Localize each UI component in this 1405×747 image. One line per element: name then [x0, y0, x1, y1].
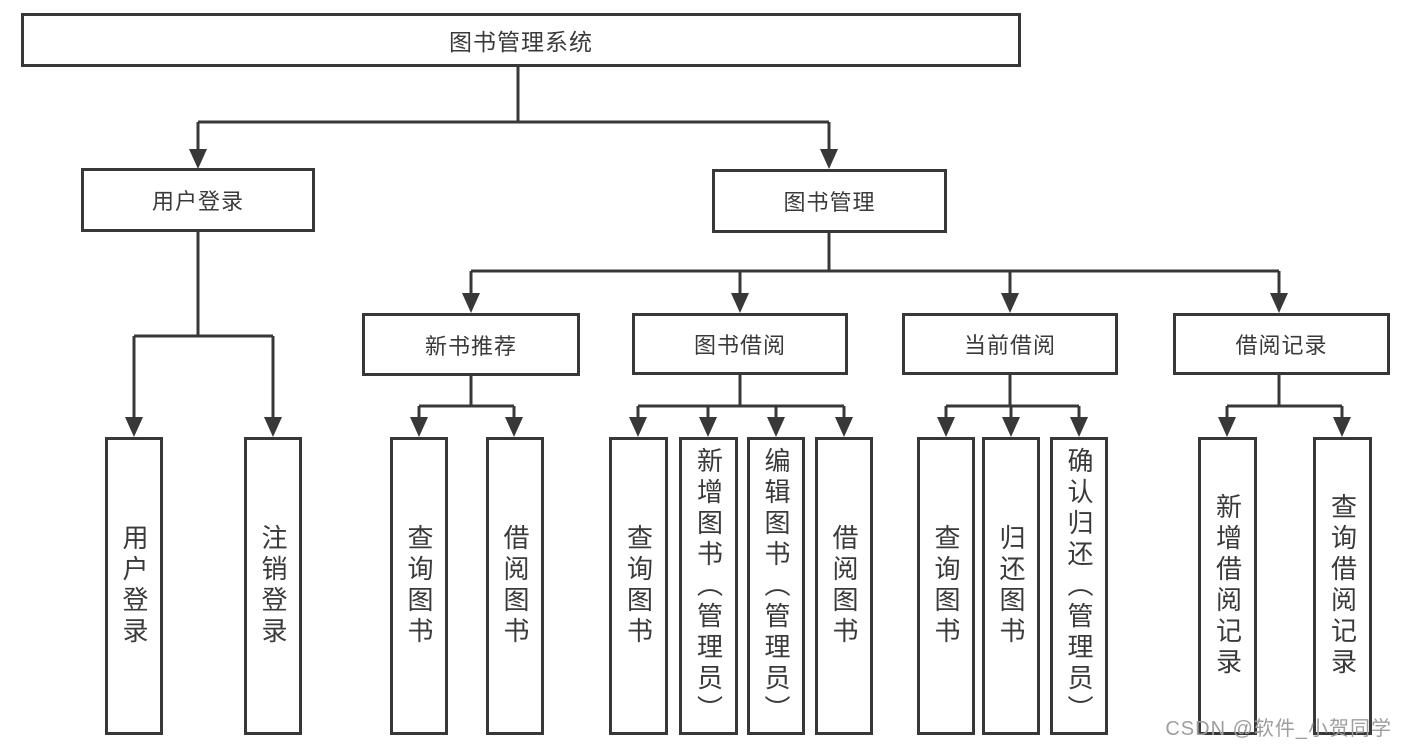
diagram-node-leaf-edit-books: 编辑图书（管理员）: [747, 437, 805, 735]
arrowhead-icons: [125, 149, 1351, 437]
diagram-node-current-borrowing: 当前借阅: [902, 313, 1118, 375]
node-label-leaf-confirm-return: 确认归还（管理员）: [1064, 446, 1094, 726]
watermark: CSDN @软件_小贺同学: [1165, 718, 1392, 740]
diagram-node-leaf-return-books: 归还图书: [982, 437, 1040, 735]
node-label-book-borrowing: 图书借阅: [693, 333, 786, 358]
node-label-leaf-logout: 注销登录: [258, 524, 288, 648]
node-label-leaf-query-borrow-record: 查询借阅记录: [1327, 493, 1358, 679]
diagram-node-leaf-user-login: 用户登录: [105, 437, 163, 735]
node-label-leaf-edit-books: 编辑图书（管理员）: [761, 446, 791, 726]
diagram-node-leaf-query-borrow-record: 查询借阅记录: [1313, 437, 1372, 735]
node-label-leaf-query-books-1: 查询图书: [404, 524, 434, 648]
connector-lines: [132, 67, 1344, 423]
diagram-node-leaf-query-books-1: 查询图书: [390, 437, 448, 735]
diagram-node-borrowing-records: 借阅记录: [1173, 313, 1390, 375]
node-label-leaf-return-books: 归还图书: [996, 524, 1026, 648]
node-label-borrowing-records: 借阅记录: [1235, 333, 1328, 358]
node-label-new-book-recommend: 新书推荐: [424, 333, 517, 359]
diagram-node-leaf-query-books-3: 查询图书: [917, 437, 975, 735]
diagram-node-leaf-logout: 注销登录: [244, 437, 302, 735]
diagram-node-leaf-add-books: 新增图书（管理员）: [679, 437, 738, 735]
diagram-node-leaf-add-borrow-record: 新增借阅记录: [1198, 437, 1257, 735]
node-label-leaf-add-books: 新增图书（管理员）: [693, 446, 724, 726]
diagram-node-book-management: 图书管理: [712, 169, 947, 233]
node-label-leaf-query-books-3: 查询图书: [931, 524, 961, 648]
node-label-leaf-borrow-books-1: 借阅图书: [500, 524, 530, 648]
diagram-node-leaf-borrow-books-2: 借阅图书: [815, 437, 873, 735]
node-label-user-login: 用户登录: [151, 189, 244, 214]
diagram-node-user-login: 用户登录: [81, 168, 315, 232]
node-label-leaf-add-borrow-record: 新增借阅记录: [1212, 493, 1243, 679]
diagram-node-root: 图书管理系统: [21, 13, 1021, 67]
node-label-leaf-user-login: 用户登录: [119, 524, 149, 648]
diagram-node-leaf-confirm-return: 确认归还（管理员）: [1050, 437, 1108, 735]
node-label-root: 图书管理系统: [449, 29, 593, 55]
node-label-current-borrowing: 当前借阅: [963, 333, 1056, 358]
node-label-leaf-query-books-2: 查询图书: [623, 524, 654, 648]
diagram-node-leaf-borrow-books-1: 借阅图书: [486, 437, 544, 735]
diagram-node-book-borrowing: 图书借阅: [632, 313, 848, 375]
diagram-node-leaf-query-books-2: 查询图书: [609, 437, 668, 735]
diagram-node-new-book-recommend: 新书推荐: [362, 313, 580, 376]
node-label-book-management: 图书管理: [783, 190, 876, 215]
node-label-leaf-borrow-books-2: 借阅图书: [829, 524, 859, 648]
